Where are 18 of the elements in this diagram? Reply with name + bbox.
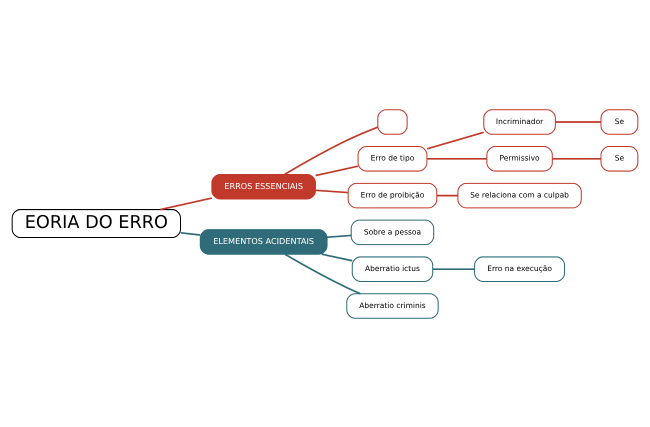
- connector: [552, 157, 601, 160]
- connector: [322, 252, 352, 262]
- connector: [432, 268, 474, 270]
- connector: [427, 157, 487, 160]
- connector: [327, 234, 352, 238]
- node-box: [377, 108, 408, 134]
- node-box: ERROS ESSENCIAIS: [211, 173, 316, 200]
- connector: [426, 130, 484, 150]
- connector: [284, 253, 361, 294]
- connector: [556, 120, 601, 122]
- node-box: EORIA DO ERRO: [12, 208, 182, 238]
- connector: [436, 194, 458, 196]
- connector: [316, 188, 348, 193]
- connector: [180, 231, 200, 236]
- node-box: ELEMENTOS ACIDENTAIS: [200, 228, 328, 254]
- connector: [284, 126, 378, 175]
- connector: [160, 196, 212, 210]
- connector: [315, 164, 358, 176]
